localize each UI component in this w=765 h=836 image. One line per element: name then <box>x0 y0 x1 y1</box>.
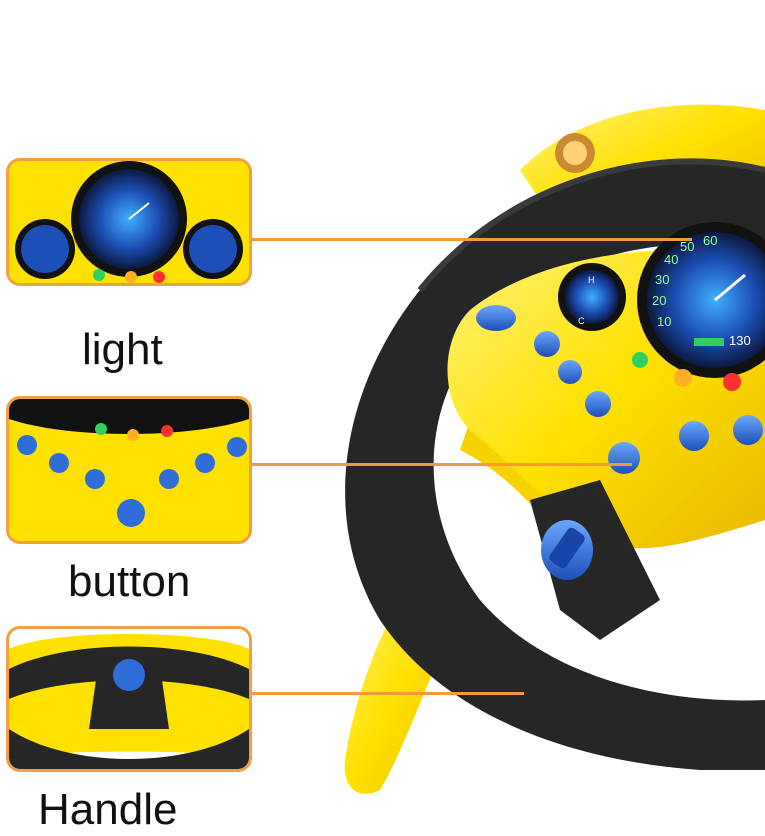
button-1 <box>534 331 560 357</box>
caption-button: button <box>68 557 191 606</box>
svg-text:30: 30 <box>655 272 669 287</box>
svg-text:50: 50 <box>680 239 694 254</box>
callout-light <box>6 158 252 286</box>
light-green <box>632 352 648 368</box>
arrow-button <box>476 305 516 331</box>
svg-text:H: H <box>588 275 595 285</box>
button-4 <box>608 442 640 474</box>
svg-text:10: 10 <box>657 314 671 329</box>
svg-text:40: 40 <box>664 252 678 267</box>
button-3 <box>585 391 611 417</box>
button-2 <box>558 360 582 384</box>
light-orange <box>674 369 692 387</box>
handle-ring <box>345 161 765 770</box>
leader-button <box>252 463 632 466</box>
svg-text:60: 60 <box>703 233 717 248</box>
lower-spoke <box>530 480 660 640</box>
leader-handle <box>252 692 524 695</box>
svg-text:130: 130 <box>729 333 751 348</box>
callout-button <box>6 396 252 544</box>
button-5 <box>679 421 709 451</box>
light-red <box>723 373 741 391</box>
button-6 <box>733 415 763 445</box>
svg-text:C: C <box>578 316 585 326</box>
svg-text:20: 20 <box>652 293 666 308</box>
caption-light: light <box>82 325 163 374</box>
caption-handle: Handle <box>38 785 178 834</box>
leader-light <box>252 238 692 241</box>
callout-handle <box>6 626 252 772</box>
